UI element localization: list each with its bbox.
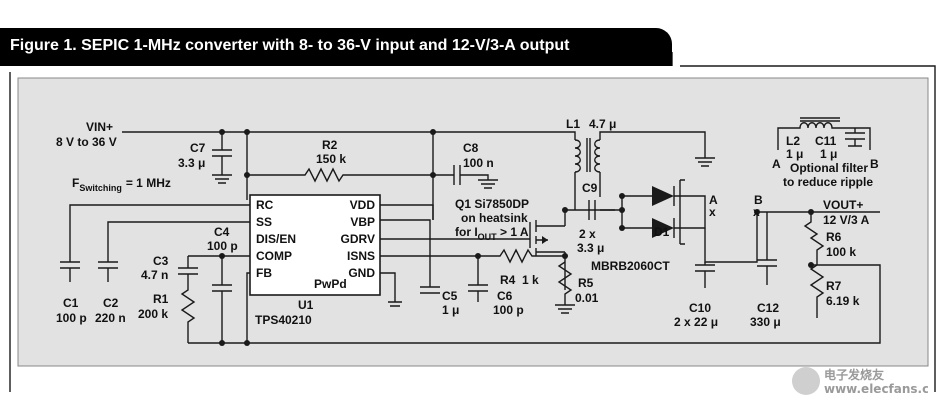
vin-range-label: 8 V to 36 V [56,135,117,149]
node-a-label: A [709,193,718,207]
c2-value: 220 n [95,311,126,325]
c4-value: 100 p [207,239,238,253]
d1-part: MBRB2060CT [591,259,670,273]
filter-node-a: A [772,157,781,171]
node-b-x: x [753,205,760,219]
r2-ref: R2 [322,138,338,152]
figure-title-bar: Figure 1. SEPIC 1-MHz converter with 8- … [0,28,672,66]
r4-ref: R4 [500,273,516,287]
r5-value: 0.01 [575,291,599,305]
watermark-icon [792,367,820,395]
c11-ref: C11 [815,134,837,148]
ic-pin-left-3: COMP [256,249,292,263]
c3-ref: C3 [153,254,169,268]
c8-ref: C8 [463,141,479,155]
ic-u1 [249,194,381,296]
r1-value: 200 k [138,307,168,321]
ic-pin-right-2: GDRV [341,232,375,246]
c9-value-line2: 3.3 μ [577,241,604,255]
r6-ref: R6 [826,230,842,244]
c12-value: 330 μ [750,315,781,329]
l1-ref: L1 [566,117,580,131]
watermark-logo: 电子发烧友 www.elecfans.com [792,367,928,396]
q1-line2: on heatsink [461,211,528,225]
filter-node-b: B [870,157,879,171]
c5-ref: C5 [442,289,458,303]
q1-line3: for IOUT > 1 A [455,225,529,242]
c6-value: 100 p [493,303,524,317]
ic-pin-left-1: SS [256,215,272,229]
c6-ref: C6 [497,289,513,303]
c9-ref: C9 [582,181,598,195]
c11-value: 1 μ [820,147,837,161]
d1-ref: D1 [654,225,670,239]
c12-ref: C12 [757,301,779,315]
l1-value: 4.7 μ [589,117,616,131]
ic-pin-right-1: VBP [350,215,375,229]
r7-value: 6.19 k [826,294,860,308]
node-b-label: B [754,193,763,207]
c3-value: 4.7 n [141,268,168,282]
filter-note-line2: to reduce ripple [783,175,873,189]
l2-value: 1 μ [786,147,803,161]
vin-label: VIN+ [86,120,113,134]
c5-value: 1 μ [442,303,459,317]
ic-ref: U1 [298,298,314,312]
ic-part: TPS40210 [255,313,312,327]
ic-pin-left-4: FB [256,266,272,280]
c1-value: 100 p [56,311,87,325]
vout-label: VOUT+ [823,198,863,212]
ic-pkg-label: PwPd [314,277,347,291]
r2-value: 150 k [316,152,346,166]
r7-ref: R7 [826,279,842,293]
r6-value: 100 k [826,245,856,259]
c10-ref: C10 [689,301,711,315]
ic-pin-right-3: ISNS [347,249,375,263]
ic-pin-right-0: VDD [350,198,376,212]
node-a-x: x [709,205,716,219]
filter-note-line1: Optional filter [790,161,868,175]
r4-value: 1 k [522,273,539,287]
c7-ref: C7 [190,141,206,155]
figure-title: Figure 1. SEPIC 1-MHz converter with 8- … [10,37,570,54]
fsw-label: FSwitching= 1 MHz [72,176,171,193]
l2-ref: L2 [786,134,800,148]
q1-line1: Q1 Si7850DP [455,197,529,211]
ic-pin-right-4: GND [348,266,375,280]
ic-pin-left-2: DIS/EN [256,232,296,246]
ic-pin-left-0: RC [256,198,274,212]
c2-ref: C2 [103,296,119,310]
c1-ref: C1 [63,296,79,310]
r5-ref: R5 [578,276,594,290]
watermark-text: 电子发烧友 [824,367,884,382]
watermark-url: www.elecfans.com [824,382,928,396]
r1-ref: R1 [153,292,169,306]
c4-ref: C4 [214,225,230,239]
c10-value: 2 x 22 μ [674,315,718,329]
c7-value: 3.3 μ [178,156,205,170]
vout-value: 12 V/3 A [823,213,870,227]
c8-value: 100 n [463,156,494,170]
c9-value-line1: 2 x [579,227,596,241]
